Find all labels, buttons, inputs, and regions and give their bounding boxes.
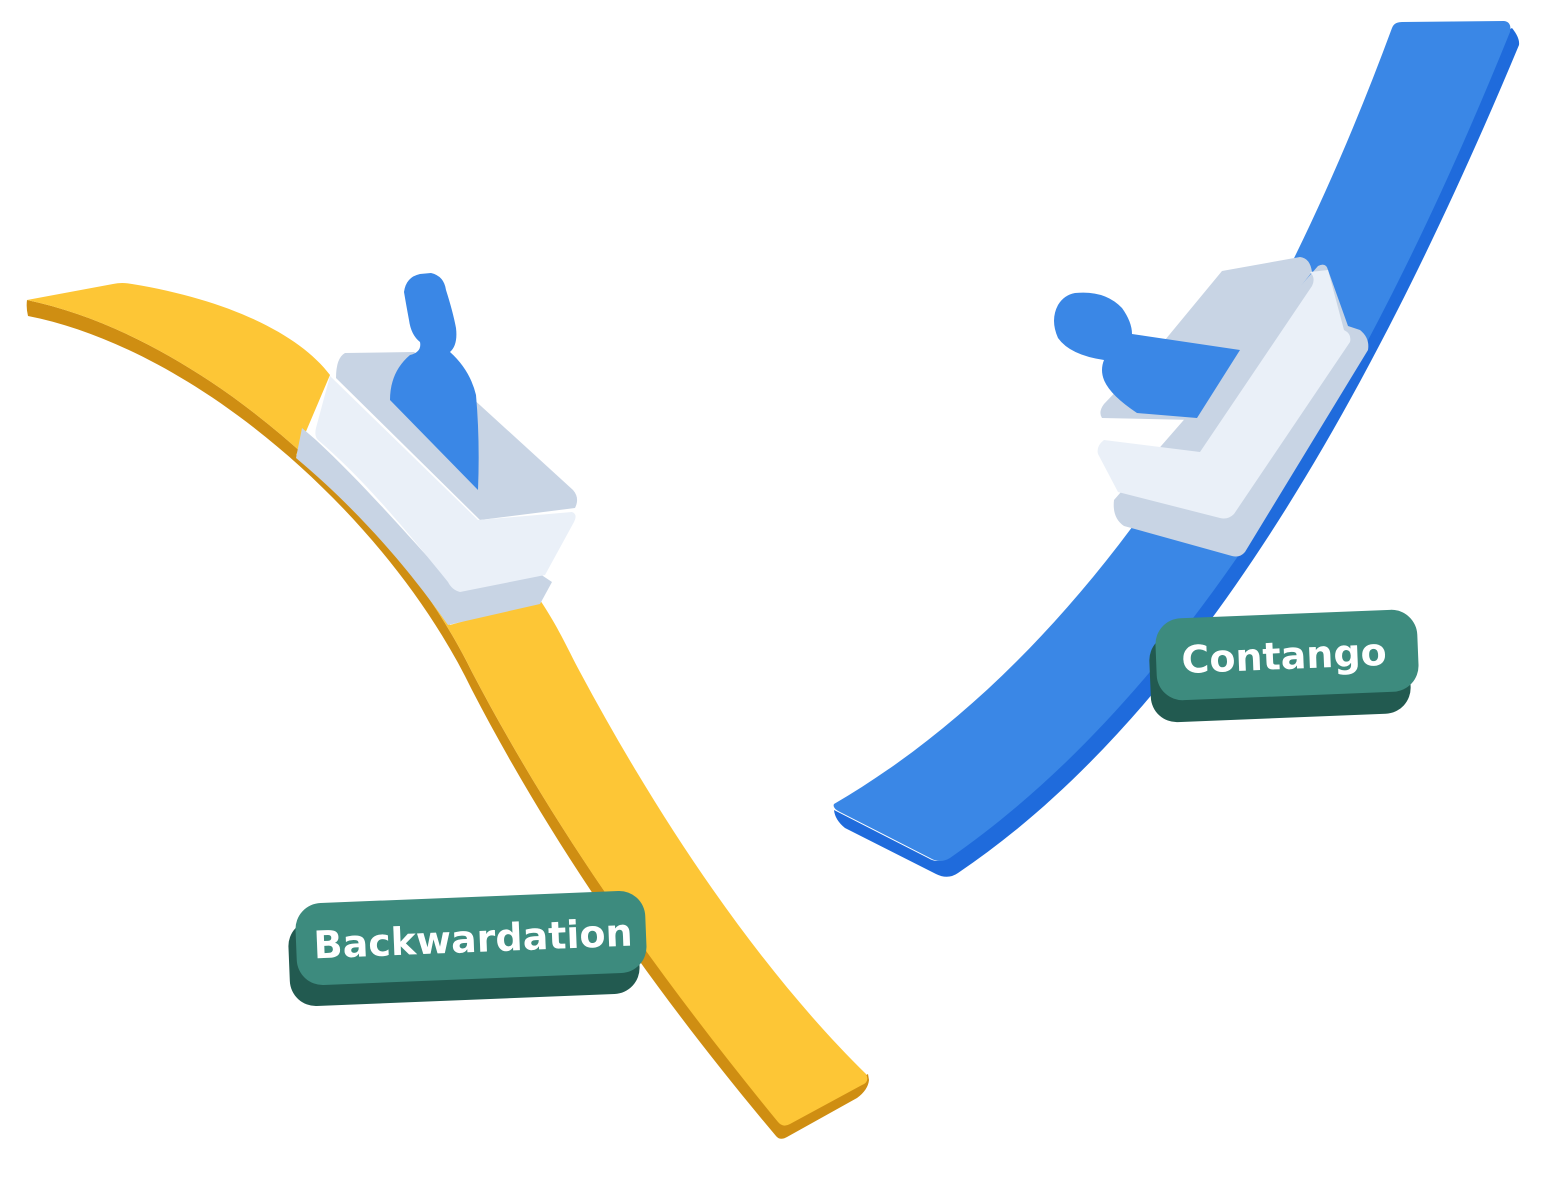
backwardation-cart bbox=[296, 273, 578, 625]
contango-label-face bbox=[1155, 609, 1419, 701]
backwardation-cart-body bbox=[315, 376, 576, 592]
contango-track bbox=[833, 21, 1520, 877]
backwardation-rider-icon bbox=[390, 273, 479, 490]
backwardation-track bbox=[26, 283, 869, 1139]
contango-track-face bbox=[833, 21, 1511, 861]
contango-label-badge: Contango bbox=[1149, 609, 1419, 723]
backwardation-label-face bbox=[295, 891, 647, 985]
contango-cart-body bbox=[1097, 270, 1351, 519]
backwardation-label-badge: Backwardation bbox=[288, 891, 647, 1006]
contango-rider-icon bbox=[1054, 292, 1240, 418]
backwardation-track-face bbox=[27, 283, 868, 1126]
backwardation-cart-skirt bbox=[296, 428, 552, 625]
contango-cart bbox=[1054, 257, 1369, 557]
contango-label-text: Contango bbox=[1181, 630, 1388, 682]
